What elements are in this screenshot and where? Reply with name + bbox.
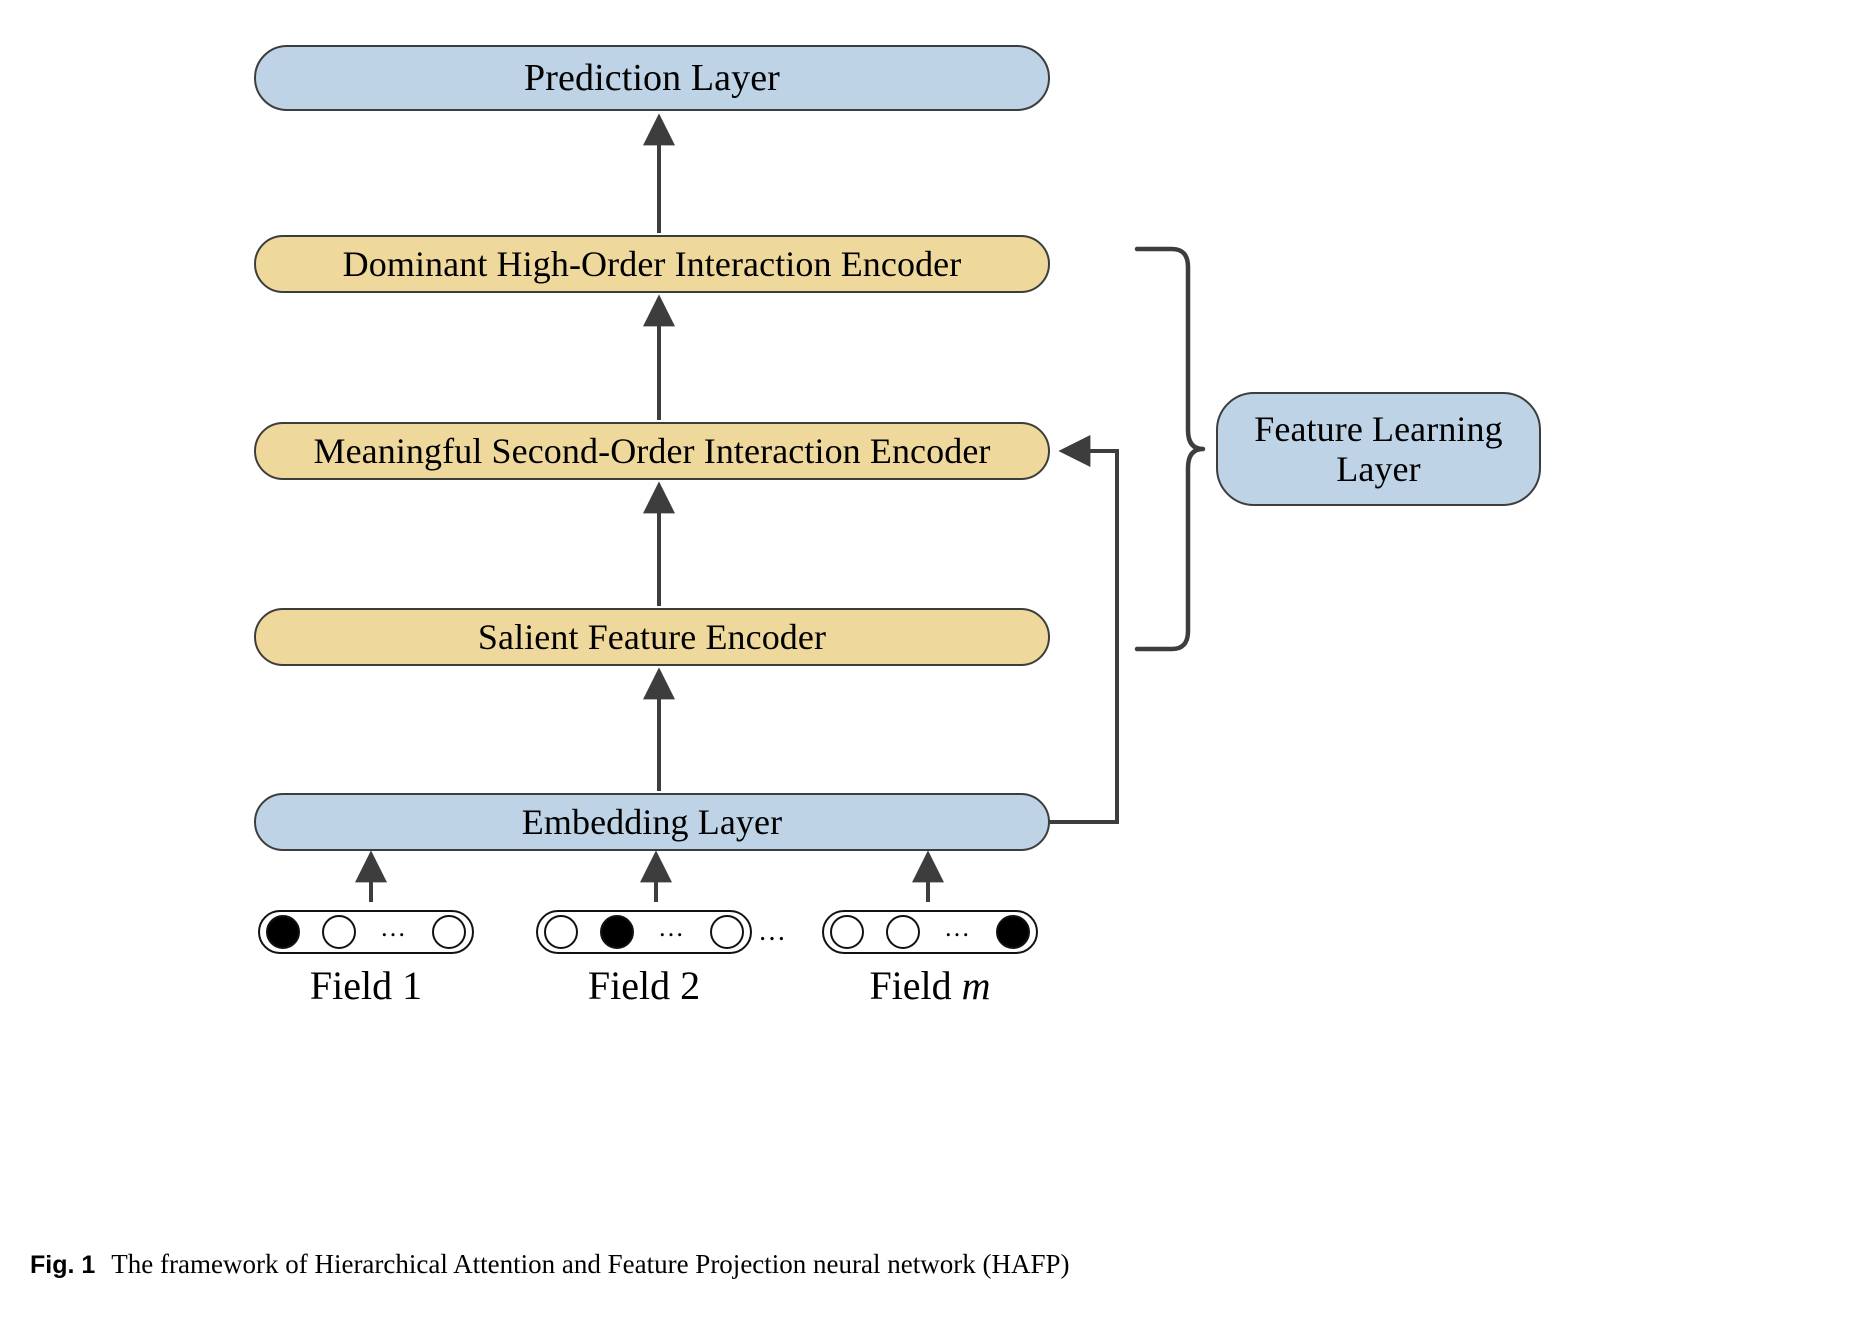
- field-1-label-index: 1: [402, 963, 423, 1008]
- field-group-m[interactable]: … Field m: [822, 910, 1038, 1006]
- field-2-node-2-filled: [600, 915, 634, 949]
- box-meaningful-second-order-interaction-encoder-label: Meaningful Second-Order Interaction Enco…: [313, 430, 991, 471]
- figure-caption: Fig. 1 The framework of Hierarchical Atte…: [30, 1248, 1530, 1282]
- feature-learning-brace: [1134, 246, 1206, 652]
- between-fields-ellipsis: …: [758, 916, 789, 947]
- field-2-capsule: …: [536, 910, 752, 954]
- field-1-label: Field 1: [258, 966, 474, 1006]
- field-group-1[interactable]: … Field 1: [258, 910, 474, 1006]
- box-feature-learning-layer[interactable]: Feature Learning Layer: [1216, 392, 1541, 506]
- box-embedding-layer[interactable]: Embedding Layer: [254, 793, 1050, 851]
- field-1-node-ellipsis: …: [380, 912, 408, 942]
- field-1-node-2-empty: [322, 915, 356, 949]
- field-1-node-1-filled: [266, 915, 300, 949]
- field-2-node-4-empty: [710, 915, 744, 949]
- figure-caption-text: The framework of Hierarchical Attention …: [111, 1249, 1070, 1279]
- field-group-2[interactable]: … Field 2: [536, 910, 752, 1006]
- field-m-node-2-empty: [886, 915, 920, 949]
- field-m-label: Field m: [822, 966, 1038, 1006]
- edge-embedding-to-meaningful-skip: [1046, 435, 1119, 824]
- field-2-label-index: 2: [680, 963, 701, 1008]
- box-embedding-layer-label: Embedding Layer: [521, 801, 783, 842]
- box-salient-feature-encoder[interactable]: Salient Feature Encoder: [254, 608, 1050, 666]
- box-dominant-high-order-interaction-encoder[interactable]: Dominant High-Order Interaction Encoder: [254, 235, 1050, 293]
- feature-learning-line-2: Layer: [1336, 449, 1421, 489]
- box-dominant-high-order-interaction-encoder-label: Dominant High-Order Interaction Encoder: [342, 243, 962, 284]
- field-m-node-1-empty: [830, 915, 864, 949]
- figure-caption-number: Fig. 1: [30, 1251, 96, 1279]
- field-1-node-4-empty: [432, 915, 466, 949]
- field-m-node-ellipsis: …: [944, 912, 972, 942]
- field-2-label: Field 2: [536, 966, 752, 1006]
- field-2-label-prefix: Field: [587, 963, 671, 1008]
- box-meaningful-second-order-interaction-encoder[interactable]: Meaningful Second-Order Interaction Enco…: [254, 422, 1050, 480]
- box-prediction-layer-label: Prediction Layer: [524, 56, 780, 99]
- feature-learning-line-1: Feature Learning: [1254, 408, 1503, 449]
- field-2-node-ellipsis: …: [658, 912, 686, 942]
- field-2-node-1-empty: [544, 915, 578, 949]
- field-1-capsule: …: [258, 910, 474, 954]
- field-1-label-prefix: Field: [309, 963, 393, 1008]
- field-m-node-4-filled: [996, 915, 1030, 949]
- box-feature-learning-layer-label: Feature Learning Layer: [1254, 409, 1503, 490]
- box-salient-feature-encoder-label: Salient Feature Encoder: [477, 616, 827, 657]
- field-m-capsule: …: [822, 910, 1038, 954]
- box-prediction-layer[interactable]: Prediction Layer: [254, 45, 1050, 111]
- field-m-label-index: m: [961, 963, 991, 1008]
- field-m-label-prefix: Field: [869, 963, 952, 1008]
